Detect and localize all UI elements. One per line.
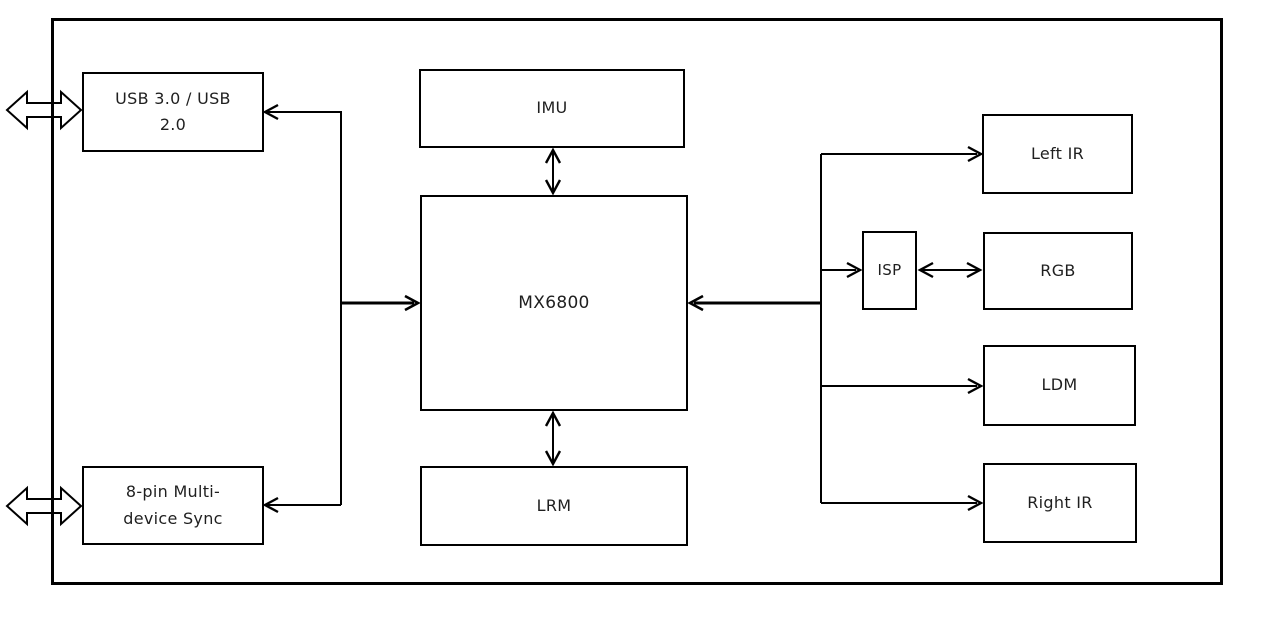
arrowhead-into-isp-right-icon [917,261,934,279]
block-right-ir: Right IR [983,463,1137,543]
arrowhead-into-imu-icon [544,147,562,164]
arrowhead-into-sync-icon [262,496,279,514]
imu-mx6800-double-arrow [544,147,562,196]
arrowhead-into-mx6800-left-icon [404,294,421,312]
block-imu: IMU [419,69,685,148]
arrowhead-into-mx6800-bottom-icon [544,410,562,427]
usb-external-double-arrow-icon [5,89,83,131]
arrowhead-into-lrm-icon [544,450,562,467]
block-mx6800: MX6800 [420,195,688,411]
block-left-ir: Left IR [982,114,1133,194]
block-lrm: LRM [420,466,688,546]
sync-external-double-arrow-icon [5,485,83,527]
arrowhead-into-mx6800-right-icon [687,294,704,312]
block-rgb: RGB [983,232,1133,310]
isp-rgb-double-arrow [917,261,983,279]
block-multi-device-sync: 8-pin Multi- device Sync [82,466,264,545]
block-ldm: LDM [983,345,1136,426]
left-bus [262,103,421,514]
arrowhead-into-rgb-icon [966,261,983,279]
mx6800-lrm-double-arrow [544,410,562,467]
arrowhead-into-ldm-icon [967,377,984,395]
arrowhead-into-isp-icon [846,261,863,279]
block-isp: ISP [862,231,917,310]
block-usb: USB 3.0 / USB 2.0 [82,72,264,152]
arrowhead-into-mx6800-top-icon [544,179,562,196]
right-bus [687,145,984,512]
arrowhead-into-right-ir-icon [967,494,984,512]
enclosure-border [51,18,1223,585]
arrowhead-into-left-ir-icon [967,145,984,163]
arrowhead-into-usb-icon [262,103,279,121]
